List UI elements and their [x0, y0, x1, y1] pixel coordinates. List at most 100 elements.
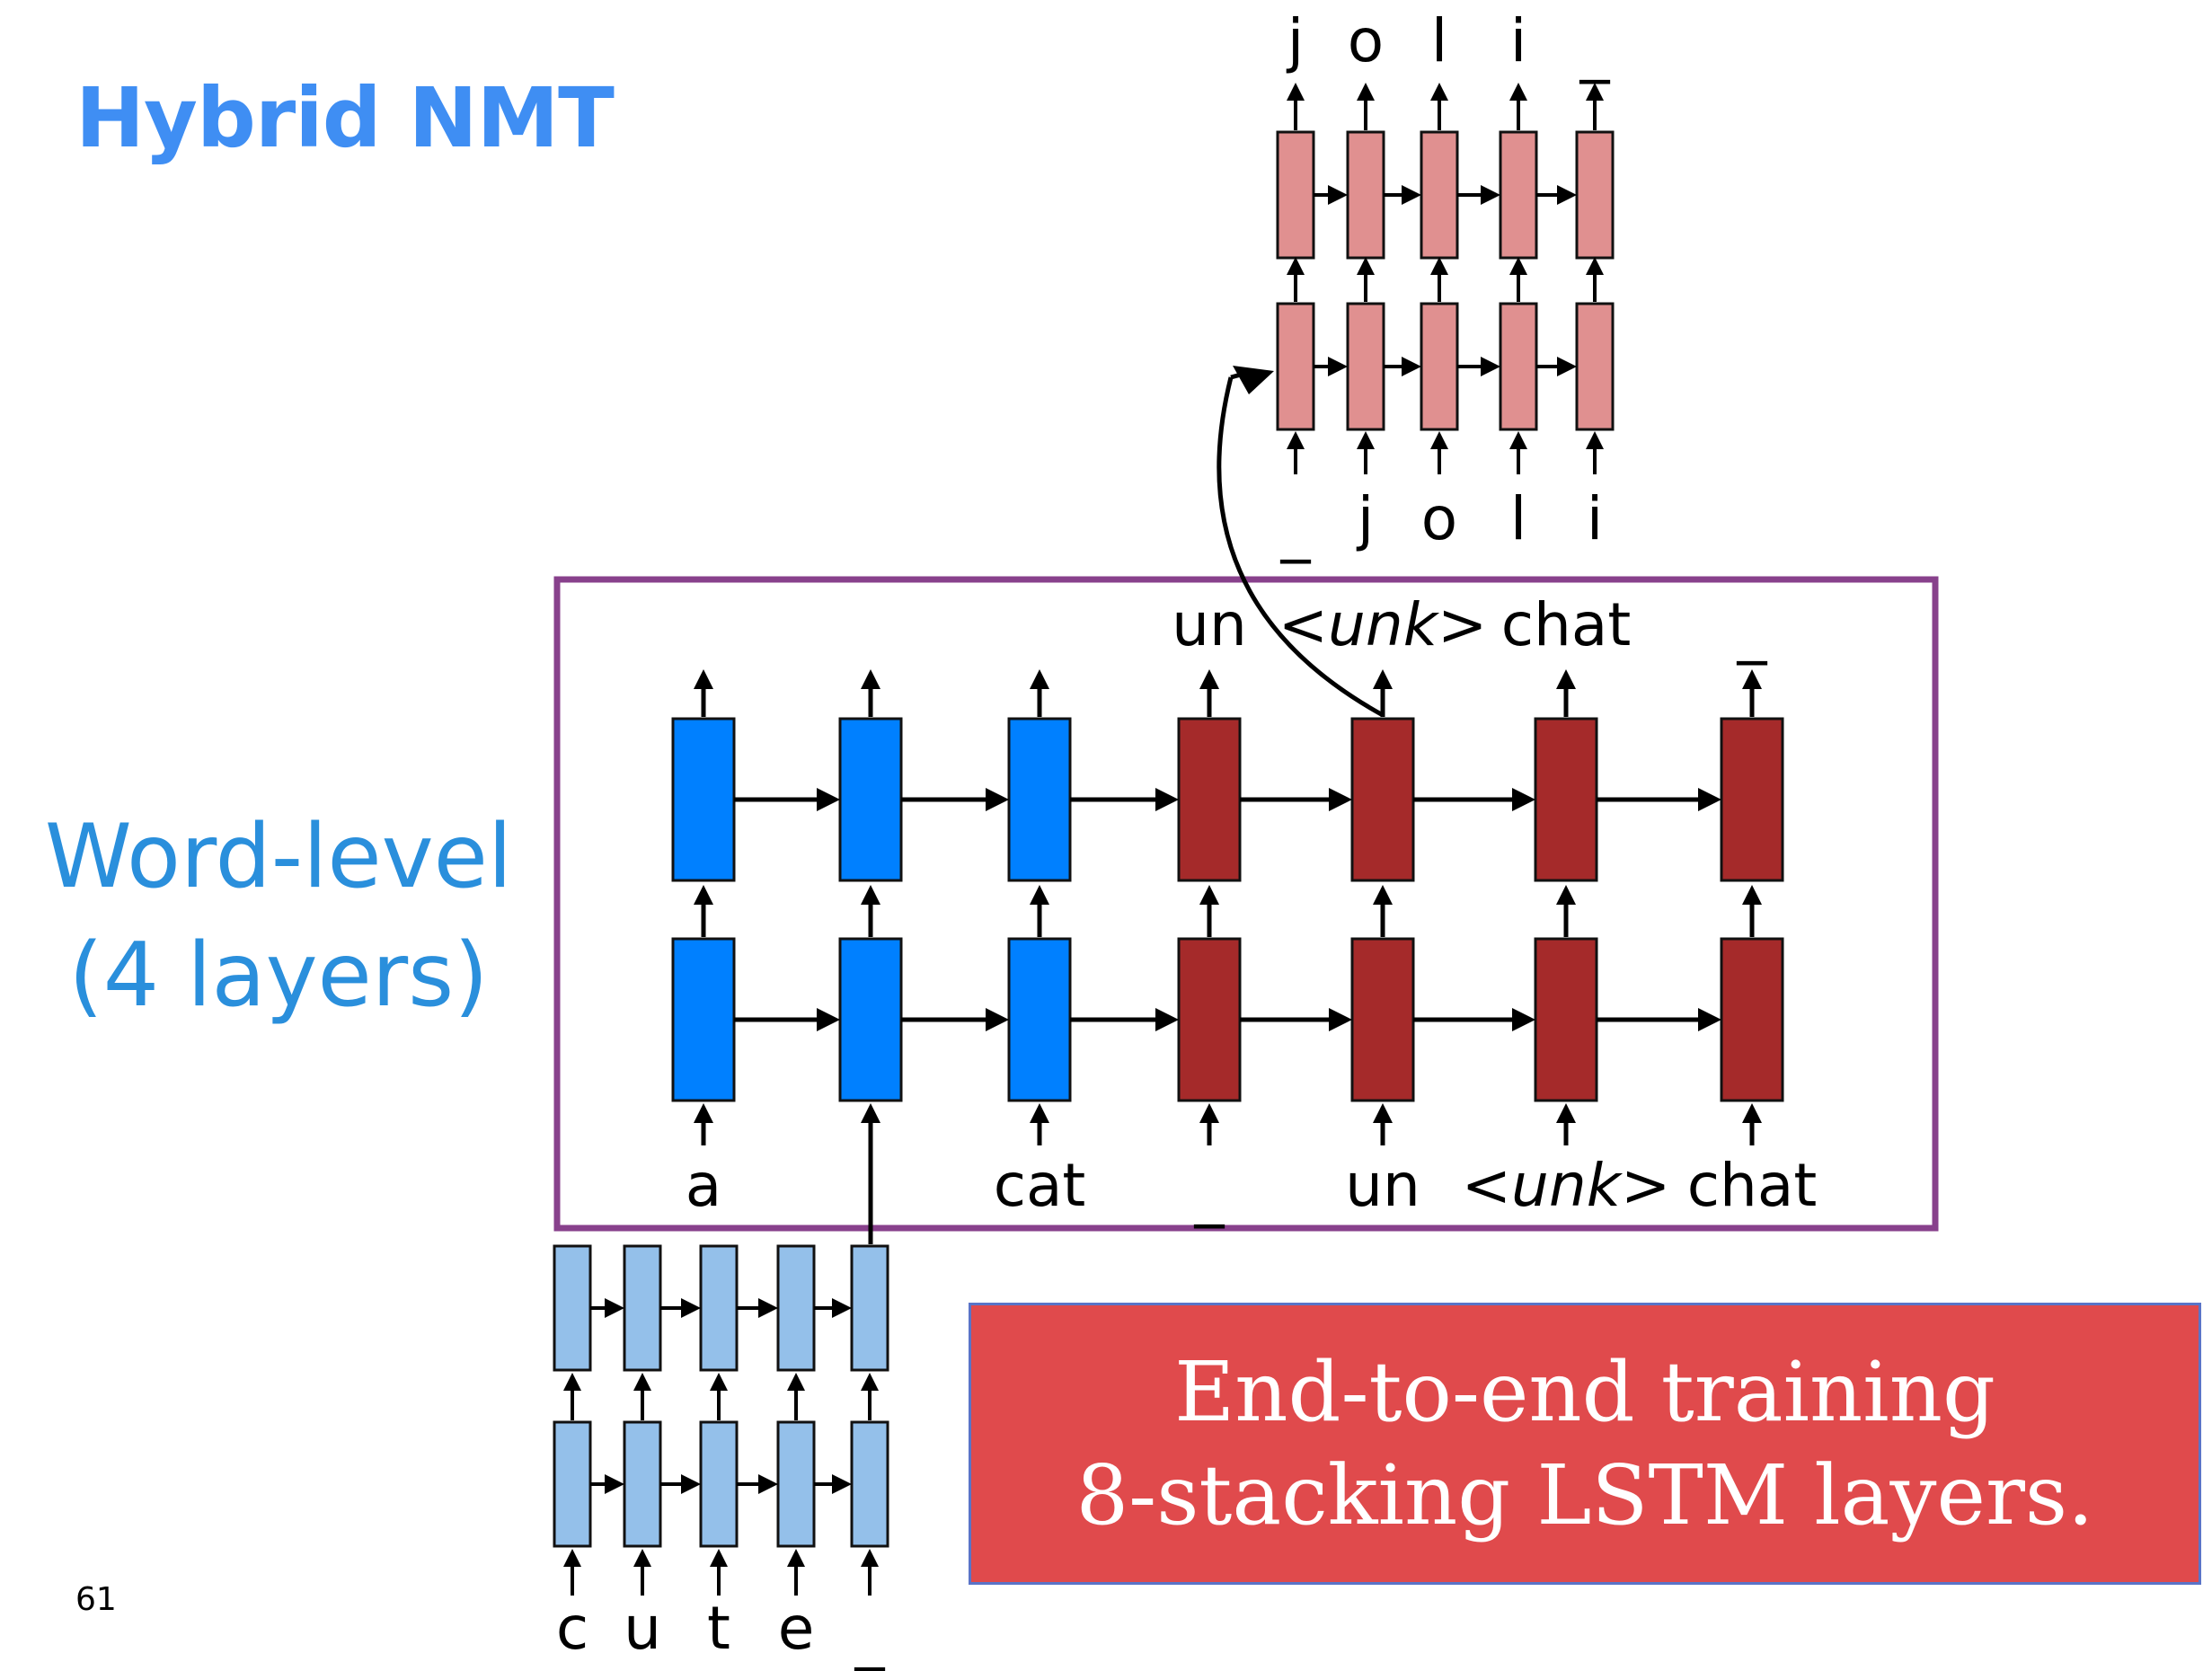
- char-encoder-input-label: t: [707, 1594, 730, 1663]
- slide-title: Hybrid NMT: [75, 70, 615, 166]
- char-recurrent-arrow: [590, 1474, 624, 1494]
- char-encoder-input-label: _: [854, 1603, 886, 1671]
- word-output-label: un: [1172, 590, 1247, 659]
- char-dec-output-arrow: [1586, 83, 1604, 130]
- output-arrow: [1030, 669, 1049, 717]
- word-input-label: <unk>: [1462, 1151, 1671, 1220]
- word-input-label: chat: [1687, 1151, 1817, 1220]
- word-input-label: _: [1194, 1160, 1225, 1229]
- char-recurrent-arrow: [737, 1298, 778, 1318]
- char-dec-output-arrow: [1357, 83, 1375, 130]
- callout-line-1: End-to-end training: [1174, 1344, 1995, 1440]
- output-arrow: [861, 669, 880, 717]
- encoder-cell: [1007, 937, 1072, 1102]
- char-dec-recurrent-arrow: [1314, 357, 1348, 376]
- recurrent-arrow: [1413, 1008, 1535, 1031]
- char-dec-layer-arrow: [1287, 257, 1305, 302]
- char-recurrent-arrow: [737, 1474, 778, 1494]
- layer-arrow: [694, 885, 713, 937]
- char-dec-input-arrow: [1509, 431, 1527, 474]
- recurrent-arrow: [1070, 1008, 1179, 1031]
- char-recurrent-arrow: [660, 1298, 701, 1318]
- char-dec-output-arrow: [1430, 83, 1448, 130]
- callout-line-2: 8-stacking LSTM layers.: [1075, 1447, 2094, 1543]
- char-decoder-input-label: j: [1356, 484, 1374, 553]
- char-encoder-input-label: u: [624, 1594, 661, 1663]
- recurrent-arrow: [901, 1008, 1009, 1031]
- char-dec-layer-arrow: [1509, 257, 1527, 302]
- char-encoder-input-label: e: [778, 1594, 815, 1663]
- char-decoder-input-label: i: [1587, 484, 1603, 553]
- callout-box: End-to-end training 8-stacking LSTM laye…: [969, 1303, 2201, 1585]
- char-decoder-input-label: l: [1510, 484, 1526, 553]
- encoder-cell: [671, 937, 736, 1102]
- decoder-cell: [1720, 937, 1784, 1102]
- char-encoder-input-label: c: [556, 1594, 588, 1663]
- recurrent-arrow: [1597, 1008, 1721, 1031]
- output-arrow: [1742, 669, 1762, 717]
- word-input-label: a: [686, 1151, 721, 1220]
- char-encoder-cell: [850, 1420, 889, 1548]
- word-output-label: chat: [1501, 590, 1631, 659]
- word-level-frame: [553, 576, 1939, 1232]
- word-output-label: <unk>: [1279, 590, 1488, 659]
- char-input-arrow: [861, 1549, 879, 1596]
- lstm-cells: [553, 130, 1939, 1548]
- char-recurrent-arrow: [590, 1298, 624, 1318]
- char-decoder-cell: [1575, 302, 1615, 431]
- char-encoder-cell: [553, 1244, 592, 1372]
- layer-arrow: [1556, 885, 1576, 937]
- char-decoder-cell: [1346, 130, 1385, 260]
- char-encoder-cell: [623, 1420, 662, 1548]
- input-arrow: [1030, 1103, 1049, 1145]
- char-dec-recurrent-arrow: [1536, 357, 1577, 376]
- char-decoder-cell: [1575, 130, 1615, 260]
- decoder-cell: [1350, 937, 1415, 1102]
- recurrent-arrow: [1597, 788, 1721, 811]
- char-encoder-cell: [699, 1420, 739, 1548]
- layer-arrow: [1373, 885, 1393, 937]
- char-input-arrow: [633, 1549, 651, 1596]
- char-decoder-output-label: l: [1431, 6, 1447, 75]
- decoder-cell: [1534, 717, 1598, 882]
- char-dec-layer-arrow: [1430, 257, 1448, 302]
- layer-arrow: [1030, 885, 1049, 937]
- encoder-cell: [1007, 717, 1072, 882]
- input-arrow: [694, 1103, 713, 1145]
- char-decoder-cell: [1420, 130, 1459, 260]
- char-encoder-cell: [776, 1420, 816, 1548]
- word-output-label: _: [1737, 597, 1768, 666]
- char-decoder-cell: [1420, 302, 1459, 431]
- char-layer-arrow: [710, 1373, 728, 1420]
- char-dec-layer-arrow: [1357, 257, 1375, 302]
- char-to-word-arrow: [861, 1103, 880, 1244]
- decoder-cell: [1177, 717, 1242, 882]
- char-dec-layer-arrow: [1586, 257, 1604, 302]
- recurrent-arrow: [1240, 1008, 1352, 1031]
- char-input-arrow: [563, 1549, 581, 1596]
- char-decoder-cell: [1499, 302, 1538, 431]
- decoder-cell: [1534, 937, 1598, 1102]
- recurrent-arrow: [901, 788, 1009, 811]
- char-dec-input-arrow: [1357, 431, 1375, 474]
- char-encoder-cell: [623, 1244, 662, 1372]
- output-arrow: [694, 669, 713, 717]
- char-layer-arrow: [861, 1373, 879, 1420]
- char-decoder-cell: [1276, 130, 1315, 260]
- char-decoder-input-label: _: [1280, 495, 1312, 564]
- char-dec-recurrent-arrow: [1384, 185, 1421, 205]
- char-dec-output-arrow: [1287, 83, 1305, 130]
- output-arrow: [1373, 669, 1393, 717]
- char-dec-input-arrow: [1430, 431, 1448, 474]
- char-dec-recurrent-arrow: [1536, 185, 1577, 205]
- recurrent-arrow: [1240, 788, 1352, 811]
- layer-arrow: [1199, 885, 1219, 937]
- input-arrow: [1373, 1103, 1393, 1145]
- decoder-cell: [1720, 717, 1784, 882]
- char-encoder-cell: [776, 1244, 816, 1372]
- input-arrow: [1742, 1103, 1762, 1145]
- char-decoder-output-label: o: [1348, 6, 1384, 75]
